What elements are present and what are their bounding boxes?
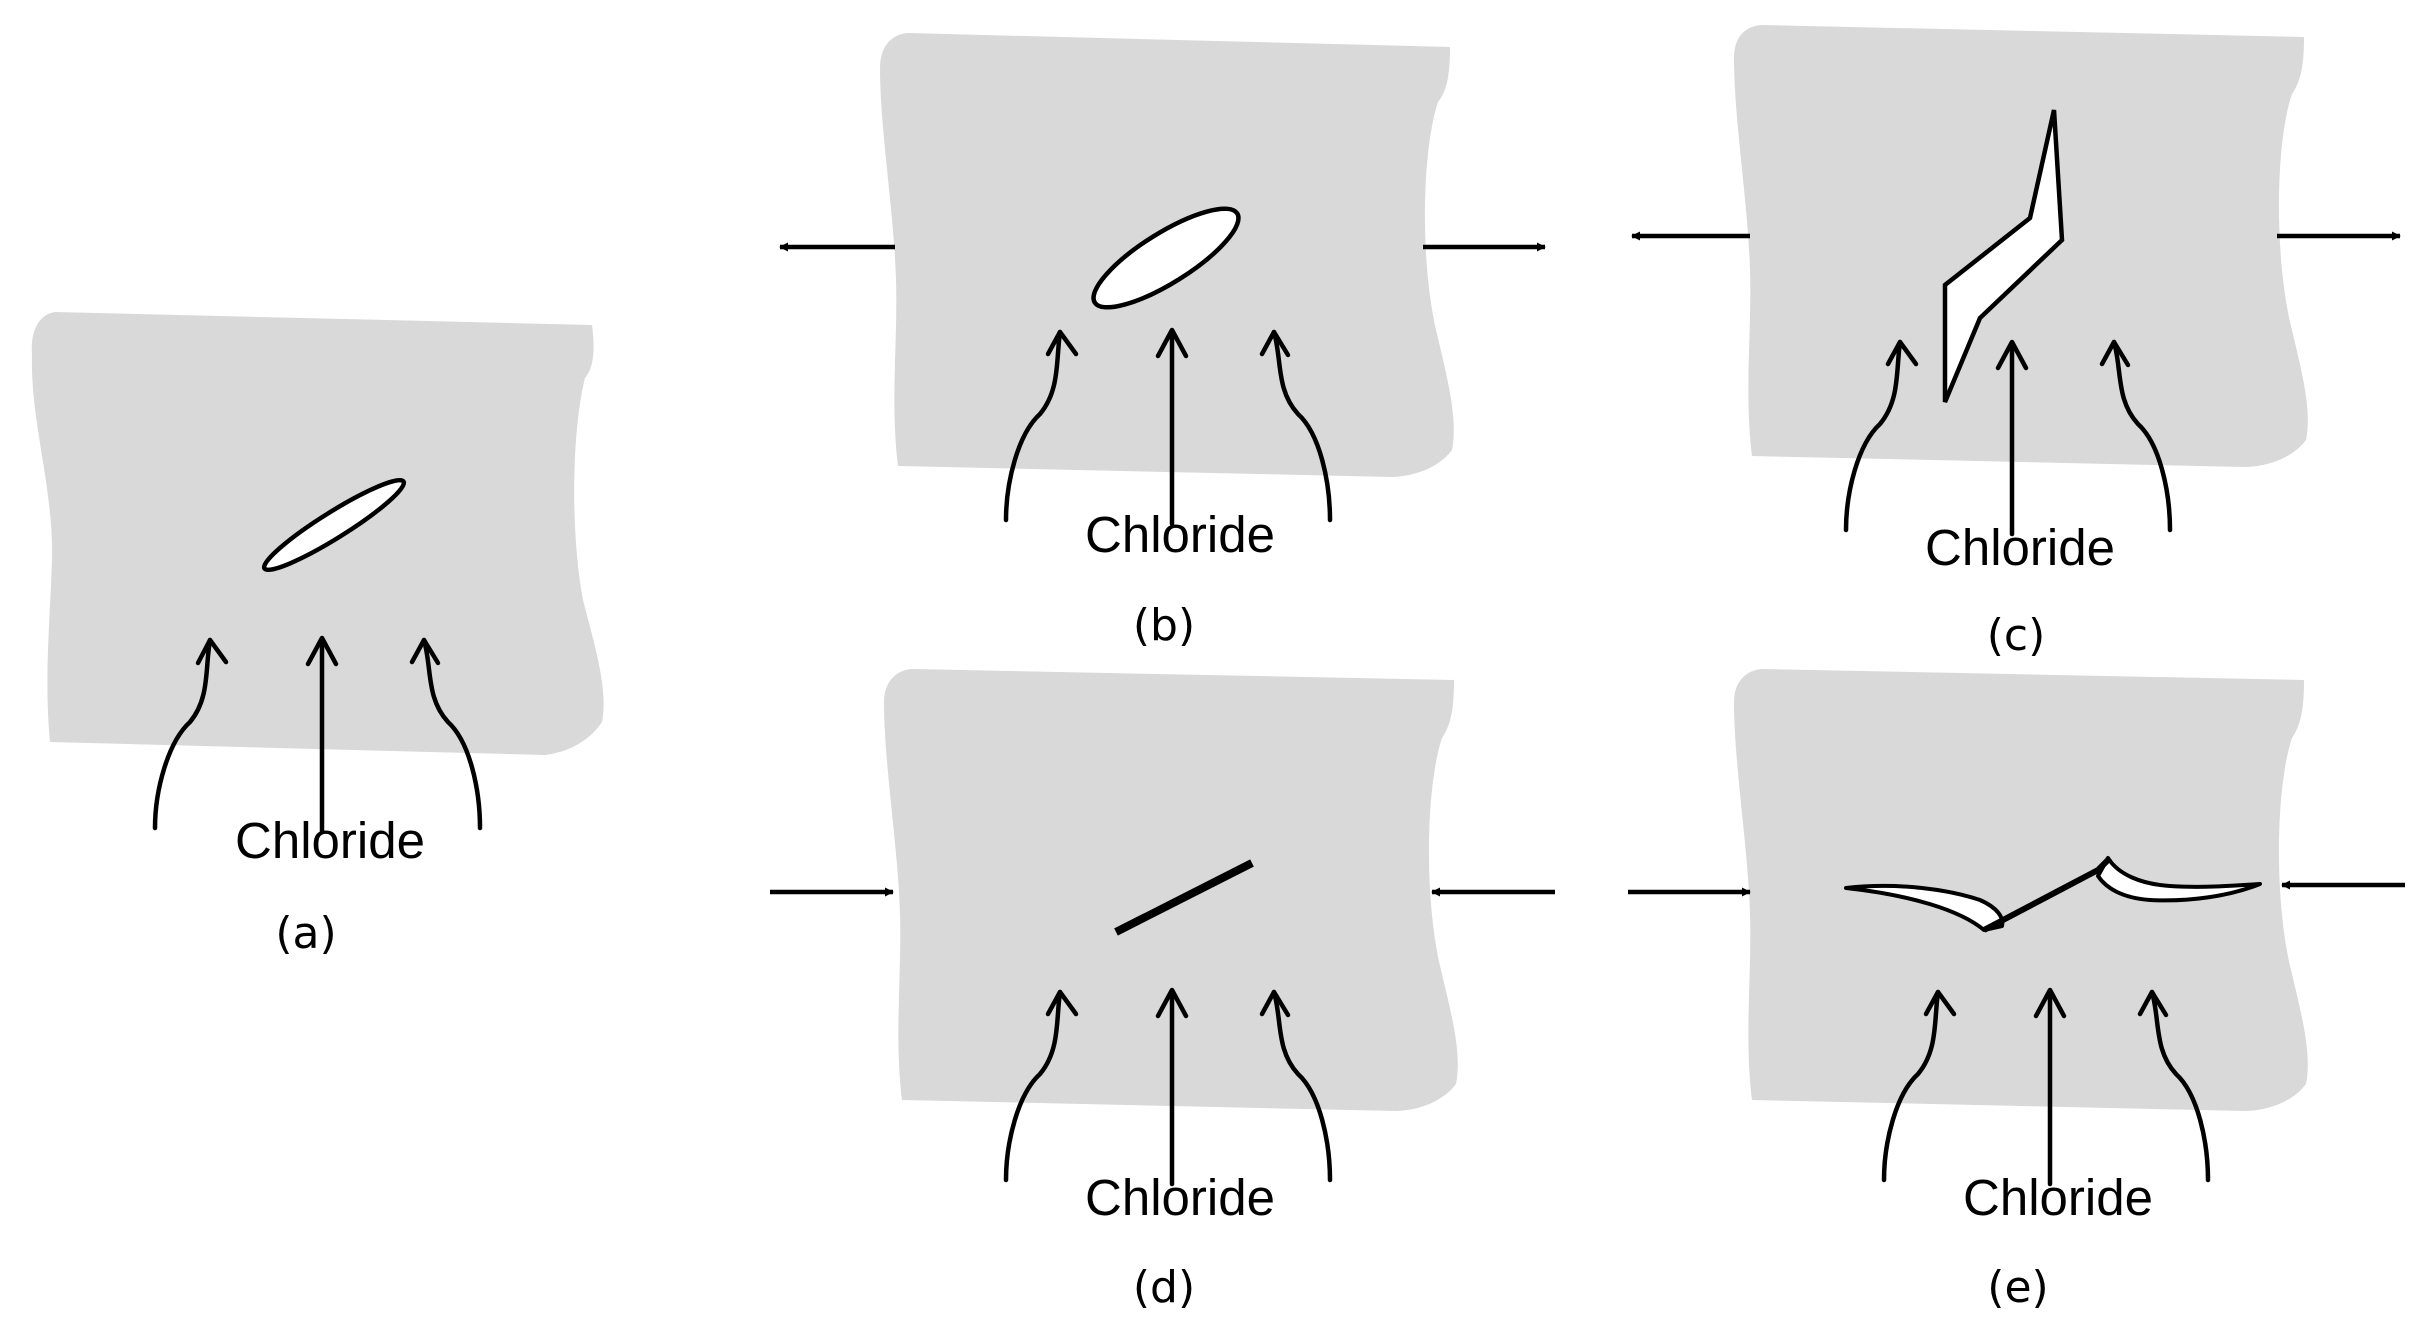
arrow-middle-head <box>1155 987 1189 1019</box>
chloride-label: Chloride <box>235 812 425 869</box>
arrow-right <box>2111 339 2173 533</box>
arrow-middle-head <box>305 635 339 667</box>
arrow-left <box>1881 989 1941 1183</box>
panel-caption: (e) <box>1987 1262 2048 1313</box>
arrow-right <box>1271 329 1333 523</box>
chloride-arrows <box>1881 987 2211 1187</box>
arrow-middle-head <box>1995 339 2029 371</box>
arrow-left <box>1003 329 1063 523</box>
chloride-label: Chloride <box>1085 1169 1275 1226</box>
chloride-label: Chloride <box>1963 1169 2153 1226</box>
panel-a: Chloride (a) <box>31 312 604 959</box>
arrow-right <box>2149 989 2211 1183</box>
arrow-left-head <box>1885 339 1919 367</box>
chloride-arrows <box>1843 339 2173 537</box>
panel-caption: (b) <box>1133 600 1195 651</box>
wing-crack-right <box>2096 856 2262 903</box>
arrow-left-head <box>1923 989 1957 1017</box>
panel-d: Chloride (d) <box>770 669 1555 1313</box>
chloride-arrows <box>1003 987 1333 1187</box>
arrow-right-head <box>2099 339 2131 368</box>
arrow-left-head <box>1045 989 1079 1017</box>
arrow-left-head <box>195 637 229 666</box>
panel-c: Chloride (c) <box>1631 25 2401 661</box>
crack <box>1091 206 1241 310</box>
panel-b: Chloride (b) <box>779 33 1546 651</box>
load-arrows <box>1628 880 2405 897</box>
arrow-left <box>1843 339 1903 533</box>
panel-caption: (a) <box>275 908 336 959</box>
panel-e: Chloride (e) <box>1628 669 2405 1313</box>
specimen-block <box>1734 669 2308 1111</box>
arrow-right-head <box>1259 329 1291 358</box>
chloride-label: Chloride <box>1925 519 2115 576</box>
wing-cracks <box>1844 855 2262 933</box>
arrow-middle-head <box>1155 327 1189 359</box>
chloride-label: Chloride <box>1085 506 1275 563</box>
arrow-right <box>421 637 483 831</box>
wing-crack-left <box>1844 883 2005 932</box>
arrow-right-head <box>2137 989 2169 1018</box>
arrow-left <box>152 637 213 831</box>
arrow-left-head <box>1045 329 1079 357</box>
specimen-block <box>884 669 1458 1111</box>
arrow-left <box>1003 989 1063 1183</box>
closed-crack <box>1114 859 1254 936</box>
closed-crack <box>1982 855 2113 933</box>
arrow-right-head <box>409 637 441 666</box>
panel-caption: (d) <box>1133 1262 1195 1313</box>
arrow-right <box>1271 989 1333 1183</box>
crack <box>261 477 407 573</box>
chloride-arrows <box>1003 327 1333 527</box>
arrow-right-head <box>1259 989 1291 1018</box>
kinked-crack <box>1942 109 2065 403</box>
chloride-arrows <box>152 635 483 835</box>
panel-caption: (c) <box>1987 610 2046 661</box>
arrow-middle-head <box>2033 987 2067 1019</box>
